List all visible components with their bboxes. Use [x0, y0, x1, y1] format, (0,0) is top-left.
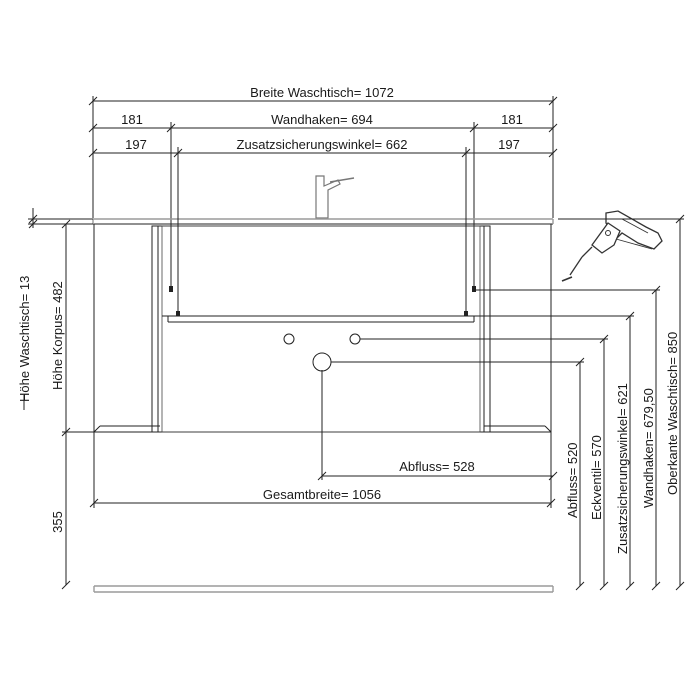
dim-gesamtbreite: Gesamtbreite= 1056 [89, 432, 556, 508]
dim-oberkante: Oberkante Waschtisch= 850 [558, 214, 685, 591]
label-wandhaken-left: 181 [121, 112, 143, 127]
faucet-icon [315, 175, 355, 219]
dim-eckventil: Eckventil= 570 [360, 334, 609, 591]
label-hoehe-waschtisch: Höhe Waschtisch= 13 [17, 276, 32, 402]
dim-abfluss-vertical: Abfluss= 520 [331, 357, 585, 591]
label-breite-waschtisch: Breite Waschtisch= 1072 [250, 85, 394, 100]
dim-hoehe-waschtisch: Höhe Waschtisch= 13 [17, 208, 93, 410]
dim-floor-gap: 355 [50, 432, 71, 590]
label-wandhaken-vertical: Wandhaken= 679,50 [641, 388, 656, 508]
dim-hoehe-korpus: Höhe Korpus= 482 [50, 219, 94, 437]
label-zusatz-left: 197 [125, 137, 147, 152]
drain-and-valves [283, 333, 361, 372]
dim-zusatzsicherungswinkel: 197 Zusatzsicherungswinkel= 662 197 [88, 137, 558, 160]
countertop [92, 218, 554, 225]
floor-line [93, 585, 554, 593]
label-abfluss-vertical: Abfluss= 520 [565, 442, 580, 518]
label-oberkante-waschtisch: Oberkante Waschtisch= 850 [665, 332, 680, 495]
drill-icon [561, 210, 663, 282]
label-wandhaken-right: 181 [501, 112, 523, 127]
dim-breite-waschtisch: Breite Waschtisch= 1072 [88, 85, 558, 218]
dim-wandhaken: 181 Wandhaken= 694 181 [88, 112, 558, 290]
dim-zusatz-vertical: Zusatzsicherungswinkel= 621 [466, 311, 635, 591]
label-gesamtbreite: Gesamtbreite= 1056 [263, 487, 381, 502]
dim-wandhaken-vertical: Wandhaken= 679,50 [474, 285, 661, 591]
dim-abfluss-horizontal: Abfluss= 528 [317, 370, 558, 481]
label-zusatzsicherungswinkel: Zusatzsicherungswinkel= 662 [237, 137, 408, 152]
label-zusatz-right: 197 [498, 137, 520, 152]
wall-hook-marks [169, 160, 476, 316]
label-abfluss-horizontal: Abfluss= 528 [399, 459, 475, 474]
label-zusatz-vertical: Zusatzsicherungswinkel= 621 [615, 383, 630, 554]
label-eckventil: Eckventil= 570 [589, 435, 604, 520]
label-wandhaken: Wandhaken= 694 [271, 112, 373, 127]
label-floor-gap: 355 [50, 511, 65, 533]
label-hoehe-korpus: Höhe Korpus= 482 [50, 281, 65, 390]
